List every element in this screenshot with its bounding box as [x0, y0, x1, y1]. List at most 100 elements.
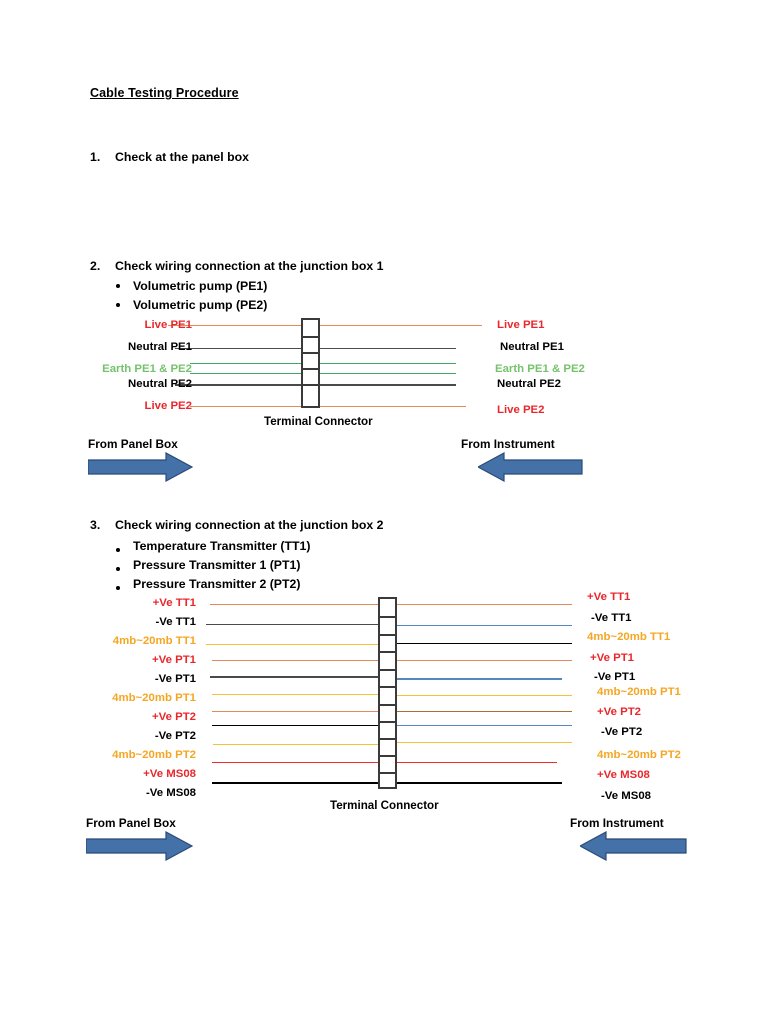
diagram-1-caption: Terminal Connector: [264, 415, 373, 428]
wire2-left-ve-tt1-neg: [206, 624, 378, 625]
label2-right-ve-tt1-neg: -Ve TT1: [591, 612, 632, 624]
wire2-left-ve-ms08-neg: [212, 782, 378, 784]
wire-right-live-pe2: [316, 406, 466, 407]
label-right-earth: Earth PE1 & PE2: [495, 363, 585, 375]
label2-left-ve-pt1-pos: +Ve PT1: [151, 654, 196, 666]
label-left-live-pe2: Live PE2: [144, 400, 193, 412]
label2-left-4-20mb-tt1: 4mb~20mb TT1: [112, 635, 196, 647]
step-2-number: 2.: [90, 259, 101, 273]
wire-right-earth-b: [316, 373, 456, 374]
label-left-earth: Earth PE1 & PE2: [102, 363, 192, 375]
wire2-right-ve-pt1-pos: [396, 660, 572, 661]
arrow-left-icon-2: [580, 831, 687, 861]
wire-right-earth-a: [316, 363, 456, 364]
label-left-neutral-pe1: Neutral PE1: [128, 341, 192, 353]
connector-divider: [303, 352, 318, 354]
wire-left-earth-b: [190, 373, 304, 374]
step-3-bullet-2: Pressure Transmitter 2 (PT2): [133, 577, 301, 591]
wire2-left-ve-pt2-neg: [212, 725, 378, 726]
step-2-bullet-1: Volumetric pump (PE2): [133, 298, 268, 312]
wire2-right-ve-ms08-pos: [396, 762, 557, 763]
connector-divider: [380, 755, 395, 757]
label-left-live-pe1: Live PE1: [144, 319, 193, 331]
label2-left-ve-ms08-pos: +Ve MS08: [143, 768, 196, 780]
wire-left-earth-a: [190, 363, 304, 364]
connector-divider: [380, 669, 395, 671]
label2-right-4-20mb-pt1: 4mb~20mb PT1: [597, 686, 681, 698]
label-right-live-pe1: Live PE1: [497, 319, 545, 331]
wire2-right-4-20mb-pt1: [396, 695, 572, 696]
label2-left-4-20mb-pt2: 4mb~20mb PT2: [112, 749, 196, 761]
connector-divider: [380, 721, 395, 723]
wire2-right-4-20mb-tt1: [396, 643, 572, 644]
label2-right-ve-tt1-pos: +Ve TT1: [587, 591, 631, 603]
connector-divider: [303, 368, 318, 370]
connector-divider: [380, 704, 395, 706]
bullet-icon: [116, 586, 120, 590]
wire2-right-4-20mb-pt2: [396, 742, 572, 743]
bullet-icon: [116, 303, 120, 307]
connector-divider: [303, 384, 318, 386]
connector-divider: [380, 686, 395, 688]
label2-left-ve-pt1-neg: -Ve PT1: [154, 673, 196, 685]
label2-right-ve-ms08-pos: +Ve MS08: [597, 769, 650, 781]
bullet-icon: [116, 548, 120, 552]
wire2-left-ve-ms08-pos: [212, 762, 378, 763]
label2-left-ve-tt1-neg: -Ve TT1: [155, 616, 196, 628]
wire-left-neutral-pe2: [175, 384, 304, 386]
wire2-left-ve-pt1-pos: [212, 660, 378, 661]
step-3-number: 3.: [90, 518, 101, 532]
label-right-neutral-pe1: Neutral PE1: [500, 341, 564, 353]
connector-divider: [380, 772, 395, 774]
terminal-connector-block-1: [301, 318, 320, 408]
wire2-right-ve-tt1-pos: [396, 604, 572, 605]
diagram-2-right-arrow-label: From Instrument: [570, 816, 664, 830]
wire2-left-4-20mb-tt1: [206, 644, 378, 645]
step-3-bullet-0: Temperature Transmitter (TT1): [133, 539, 311, 553]
wire-right-live-pe1: [316, 325, 482, 326]
bullet-icon: [116, 567, 120, 571]
label-left-neutral-pe2: Neutral PE2: [128, 378, 192, 390]
bullet-icon: [116, 284, 120, 288]
terminal-connector-block-2: [378, 597, 397, 789]
label2-left-ve-pt2-pos: +Ve PT2: [151, 711, 196, 723]
connector-divider: [380, 634, 395, 636]
step-3-text: Check wiring connection at the junction …: [115, 518, 384, 532]
wire-left-neutral-pe1: [175, 348, 304, 349]
wire-left-live-pe1: [168, 325, 304, 326]
diagram-2-left-arrow-label: From Panel Box: [86, 816, 176, 830]
connector-divider: [380, 651, 395, 653]
label2-right-ve-pt1-neg: -Ve PT1: [594, 671, 636, 683]
step-3-bullet-1: Pressure Transmitter 1 (PT1): [133, 558, 301, 572]
wire2-right-ve-tt1-neg: [396, 625, 572, 626]
wire2-left-4-20mb-pt1: [212, 694, 378, 695]
label2-left-ve-pt2-neg: -Ve PT2: [154, 730, 196, 742]
label2-left-ve-ms08-neg: -Ve MS08: [145, 787, 196, 799]
page-title: Cable Testing Procedure: [90, 86, 239, 100]
connector-divider: [380, 616, 395, 618]
wire-right-neutral-pe1: [316, 348, 456, 349]
step-1-text: Check at the panel box: [115, 150, 249, 164]
connector-divider: [303, 336, 318, 338]
label2-right-4-20mb-tt1: 4mb~20mb TT1: [587, 631, 671, 643]
arrow-right-icon-1: [88, 452, 193, 482]
label2-right-ve-pt1-pos: +Ve PT1: [590, 652, 635, 664]
connector-divider: [380, 738, 395, 740]
wire-left-live-pe2: [190, 406, 304, 407]
label2-right-ve-pt2-neg: -Ve PT2: [601, 726, 643, 738]
wire2-right-ve-pt2-pos: [396, 711, 572, 712]
label2-left-4-20mb-pt1: 4mb~20mb PT1: [112, 692, 196, 704]
step-2-text: Check wiring connection at the junction …: [115, 259, 384, 273]
arrow-right-icon-2: [86, 831, 193, 861]
step-1-number: 1.: [90, 150, 101, 164]
wire2-left-ve-pt2-pos: [212, 711, 378, 712]
wire2-right-ve-pt1-neg: [396, 678, 562, 680]
wire-right-neutral-pe2: [316, 384, 456, 386]
wire2-left-ve-tt1-pos: [210, 604, 378, 605]
step-2-bullet-0: Volumetric pump (PE1): [133, 279, 268, 293]
wire2-right-ve-pt2-neg: [396, 725, 572, 726]
label-right-neutral-pe2: Neutral PE2: [497, 378, 561, 390]
wire2-right-ve-ms08-neg: [396, 782, 562, 784]
label2-left-ve-tt1-pos: +Ve TT1: [152, 597, 196, 609]
